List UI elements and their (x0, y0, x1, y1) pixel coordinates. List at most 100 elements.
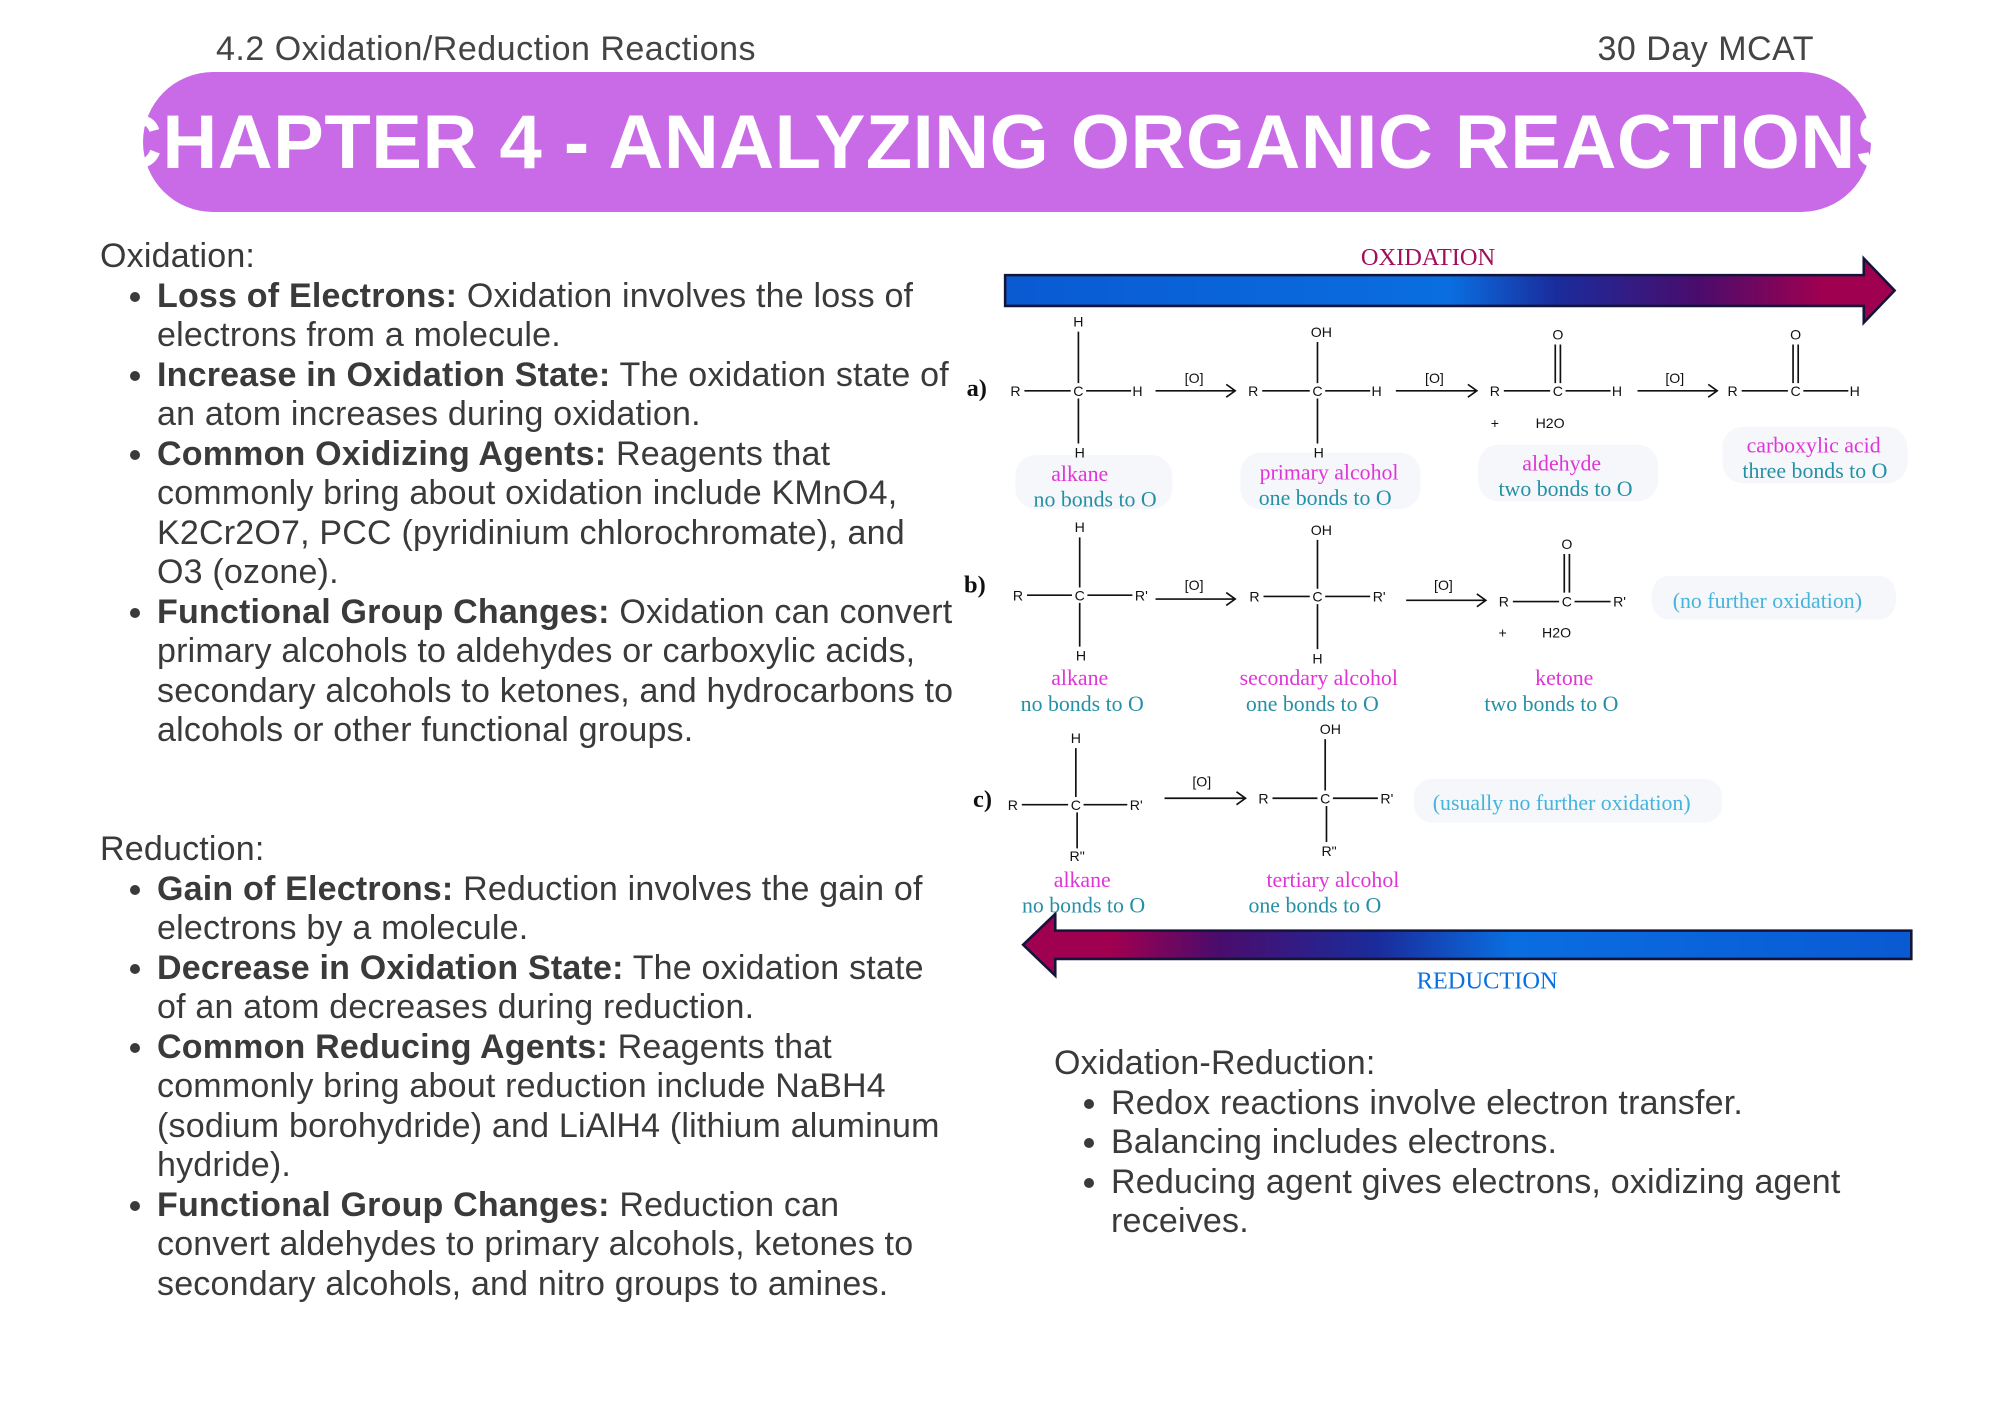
svg-text:R: R (1013, 587, 1023, 603)
svg-text:R': R' (1130, 797, 1143, 813)
bonds (1021, 331, 1849, 849)
svg-text:+: + (1491, 415, 1499, 431)
svg-text:no bonds to O: no bonds to O (1021, 692, 1144, 716)
svg-text:R: R (1249, 589, 1259, 605)
svg-text:C: C (1312, 589, 1322, 605)
svg-text:H2O: H2O (1542, 625, 1571, 641)
svg-text:tertiary alcohol: tertiary alcohol (1266, 868, 1399, 892)
svg-text:OH: OH (1311, 324, 1332, 340)
svg-text:H: H (1372, 383, 1382, 399)
svg-text:alkane: alkane (1051, 462, 1108, 486)
svg-text:alkane: alkane (1054, 868, 1111, 892)
term: Increase in Oxidation State: (157, 355, 611, 394)
svg-text:C: C (1075, 587, 1085, 603)
list-item: Gain of Electrons: Reduction involves th… (157, 870, 960, 949)
redox-list: Redox reactions involve electron transfe… (1054, 1084, 1934, 1242)
term: Decrease in Oxidation State: (157, 948, 624, 987)
svg-text:R": R" (1070, 848, 1085, 864)
svg-text:O: O (1790, 326, 1801, 342)
oxidation-heading: Oxidation: (100, 237, 256, 275)
oxidation-section: Oxidation: Loss of Electrons: Oxidation … (100, 237, 960, 751)
term: Loss of Electrons: (157, 276, 458, 315)
svg-text:three bonds to O: three bonds to O (1742, 459, 1887, 483)
svg-text:two bonds to O: two bonds to O (1498, 477, 1632, 501)
svg-text:H: H (1071, 730, 1081, 746)
svg-text:OH: OH (1311, 522, 1332, 538)
svg-text:aldehyde: aldehyde (1522, 451, 1601, 475)
svg-text:H: H (1312, 650, 1322, 666)
desc: The oxidation state of an atom decreases… (157, 948, 924, 1027)
svg-text:H2O: H2O (1536, 415, 1565, 431)
svg-text:carboxylic acid: carboxylic acid (1747, 434, 1881, 458)
svg-text:alkane: alkane (1051, 666, 1108, 690)
svg-text:C: C (1312, 383, 1322, 399)
svg-text:C: C (1073, 383, 1083, 399)
svg-text:R': R' (1135, 587, 1148, 603)
term: Common Reducing Agents: (157, 1027, 608, 1066)
svg-text:O: O (1561, 536, 1572, 552)
chapter-title: CHAPTER 4 - ANALYZING ORGANIC REACTIONS (107, 99, 1907, 185)
row-label-c: c) (973, 786, 992, 813)
svg-text:OH: OH (1320, 721, 1341, 737)
reduction-list: Gain of Electrons: Reduction involves th… (100, 870, 960, 1305)
section-title: 4.2 Oxidation/Reduction Reactions (216, 30, 757, 68)
reduction-arrow (1021, 910, 1913, 979)
svg-text:ketone: ketone (1535, 666, 1593, 690)
svg-text:secondary alcohol: secondary alcohol (1240, 666, 1398, 690)
svg-text:H: H (1075, 445, 1085, 461)
svg-text:C: C (1553, 383, 1563, 399)
svg-text:H: H (1850, 383, 1860, 399)
svg-text:R': R' (1613, 594, 1626, 610)
list-item: Balancing includes electrons. (1111, 1123, 1934, 1163)
desc: Oxidation involves the loss of electrons… (157, 276, 914, 355)
term: Functional Group Changes: (157, 592, 610, 631)
desc: The oxidation state of an atom increases… (157, 355, 949, 434)
list-item: Redox reactions involve electron transfe… (1111, 1084, 1934, 1124)
svg-text:R: R (1008, 797, 1018, 813)
atoms: R C H H H [O] R C H OH H [O] R C H O + H… (1008, 314, 1860, 865)
svg-text:H: H (1314, 445, 1324, 461)
reduction-heading: Reduction: (100, 830, 265, 868)
svg-text:H: H (1612, 383, 1622, 399)
oxidation-arrow-label: OXIDATION (1361, 244, 1496, 271)
svg-text:C: C (1791, 383, 1801, 399)
chapter-banner: CHAPTER 4 - ANALYZING ORGANIC REACTIONS (107, 72, 1907, 212)
redox-heading: Oxidation-Reduction: (1054, 1044, 1376, 1082)
list-item: Decrease in Oxidation State: The oxidati… (157, 949, 960, 1028)
list-item: Common Oxidizing Agents: Reagents that c… (157, 435, 960, 593)
svg-text:[O]: [O] (1434, 577, 1453, 593)
desc: Oxidation can convert primary alcohols t… (157, 592, 954, 750)
svg-text:R: R (1499, 594, 1509, 610)
svg-text:R: R (1010, 383, 1020, 399)
svg-text:no bonds to O: no bonds to O (1022, 894, 1145, 918)
svg-text:R: R (1248, 383, 1258, 399)
list-item: Functional Group Changes: Oxidation can … (157, 593, 960, 751)
oxidation-list: Loss of Electrons: Oxidation involves th… (100, 277, 960, 751)
svg-text:[O]: [O] (1425, 370, 1444, 386)
svg-text:two bonds to O: two bonds to O (1484, 692, 1618, 716)
svg-text:H: H (1076, 648, 1086, 664)
svg-text:R: R (1490, 383, 1500, 399)
svg-text:primary alcohol: primary alcohol (1260, 460, 1399, 484)
svg-text:R': R' (1373, 589, 1386, 605)
svg-text:C: C (1071, 797, 1081, 813)
desc: Reduction involves the gain of electrons… (157, 869, 923, 948)
svg-text:no bonds to O: no bonds to O (1034, 487, 1157, 511)
svg-text:(no further oxidation): (no further oxidation) (1673, 589, 1862, 613)
svg-text:one bonds to O: one bonds to O (1259, 486, 1392, 510)
svg-text:[O]: [O] (1192, 774, 1211, 790)
svg-text:[O]: [O] (1665, 370, 1684, 386)
svg-text:C: C (1562, 594, 1572, 610)
course-name: 30 Day MCAT (1597, 30, 1814, 68)
oxidation-arrow (1003, 255, 1897, 326)
desc: Reagents that commonly bring about reduc… (157, 1027, 940, 1185)
svg-text:H: H (1132, 383, 1142, 399)
svg-text:H: H (1073, 314, 1083, 330)
label-highlights (1015, 426, 1908, 823)
desc: Reagents that commonly bring about oxida… (157, 434, 905, 592)
list-item: Common Reducing Agents: Reagents that co… (157, 1028, 960, 1186)
term: Common Oxidizing Agents: (157, 434, 607, 473)
svg-text:+: + (1498, 625, 1506, 641)
term: Gain of Electrons: (157, 869, 454, 908)
row-label-b: b) (964, 572, 986, 599)
